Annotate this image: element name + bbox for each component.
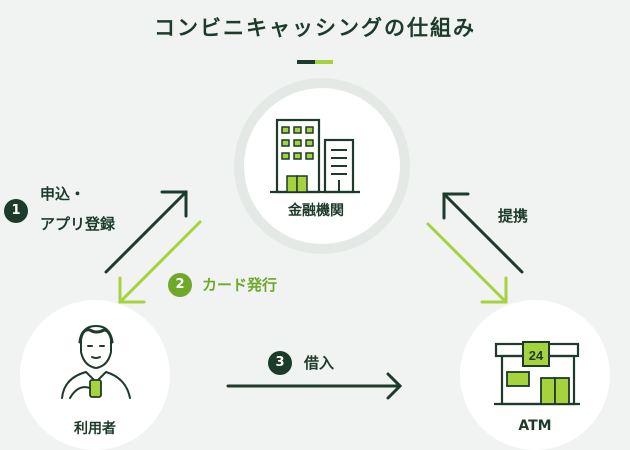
atm-circle bbox=[460, 300, 610, 450]
diagram-title: コンビニキャッシングの仕組み bbox=[154, 16, 476, 40]
step-3-label: 借入 bbox=[304, 354, 335, 372]
title-underline bbox=[297, 60, 333, 64]
user-person-icon bbox=[61, 325, 131, 399]
step-1-label-line2: アプリ登録 bbox=[40, 215, 116, 233]
arrow-application bbox=[104, 190, 188, 274]
bank-side-lines bbox=[331, 149, 347, 192]
atm-sign-box bbox=[522, 341, 550, 367]
smartphone-icon bbox=[89, 379, 102, 398]
atm-sign-text: 24 bbox=[529, 348, 544, 363]
arrow-card-issue bbox=[118, 220, 202, 304]
bank-label: 金融機関 bbox=[288, 203, 344, 219]
user-circle bbox=[20, 300, 170, 450]
atm-label: ATM bbox=[518, 418, 552, 434]
bank-windows bbox=[281, 126, 314, 193]
arrow-partnership-to-bank bbox=[442, 192, 524, 274]
arrow-borrowing bbox=[226, 372, 403, 400]
step-1-number: 1 bbox=[4, 199, 28, 223]
step-2-number: 2 bbox=[168, 273, 192, 297]
arrow-partnership-to-atm bbox=[426, 222, 508, 304]
title-underline-green bbox=[315, 60, 333, 64]
partnership-label: 提携 bbox=[498, 207, 529, 225]
step-1-label-line1: 申込・ bbox=[40, 185, 86, 203]
atm-store-details bbox=[506, 371, 570, 405]
bank-circle bbox=[244, 88, 400, 244]
step-2-label: カード発行 bbox=[202, 276, 278, 294]
step-3-number: 3 bbox=[268, 351, 292, 375]
title-underline-dark bbox=[297, 60, 315, 64]
user-label: 利用者 bbox=[74, 421, 116, 437]
